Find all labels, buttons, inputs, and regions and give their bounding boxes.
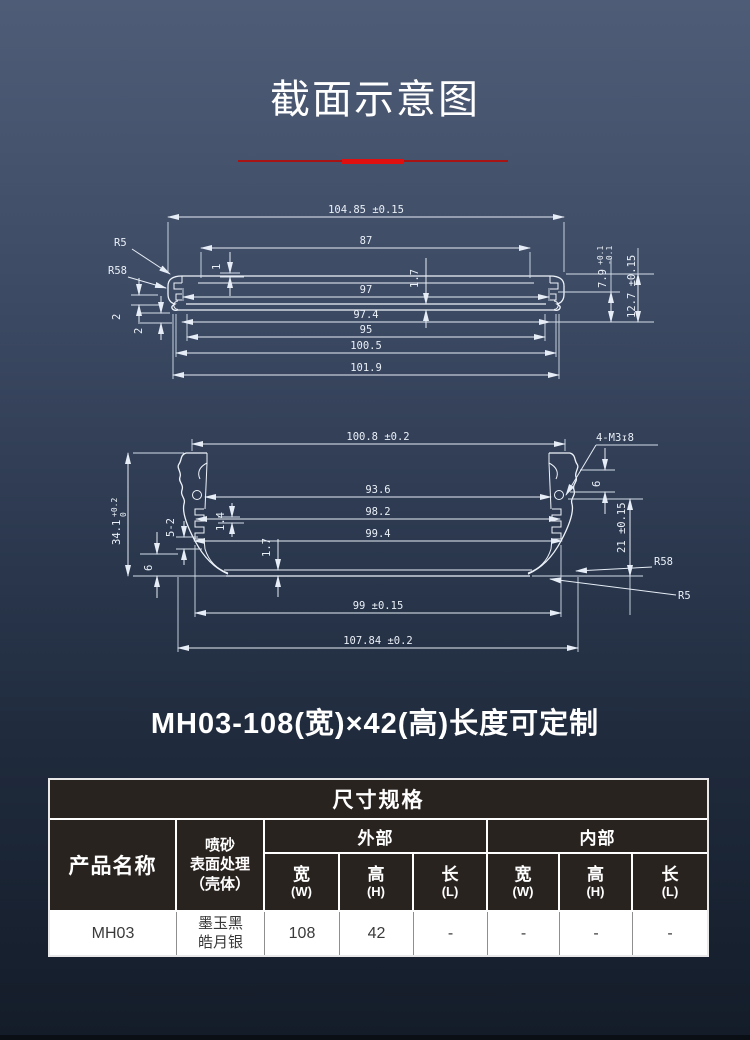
dim-label: 97.4 bbox=[353, 309, 378, 321]
cell-inner-length: - bbox=[633, 912, 707, 955]
dim-label: 2 bbox=[133, 328, 145, 334]
product-caption: MH03-108(宽)×42(高)长度可定制 bbox=[150, 708, 600, 740]
extension-lines bbox=[133, 439, 658, 652]
dim-label: 6 bbox=[143, 565, 155, 571]
dim-label: 12.7 ±0.15 bbox=[626, 255, 638, 318]
thread-callout: 4-M3↧8 bbox=[596, 432, 634, 444]
lid-profile-outline bbox=[167, 275, 565, 311]
technical-drawing-lid: 104.85 ±0.15 87 97 97.4 95 100.5 101.9 R… bbox=[108, 204, 654, 379]
col-header-inner-width: 宽 (W) bbox=[488, 854, 560, 912]
page-title: 截面示意图 bbox=[270, 78, 480, 122]
radius-label: R5 bbox=[678, 590, 691, 602]
group-header-inner: 内部 bbox=[488, 820, 707, 854]
col-header-outer-width: 宽 (W) bbox=[265, 854, 340, 912]
svg-text:+0.1: +0.1 bbox=[596, 246, 605, 265]
table-title: 尺寸规格 bbox=[50, 780, 707, 820]
cell-inner-width: - bbox=[488, 912, 560, 955]
dim-label: 1.7 bbox=[409, 269, 421, 288]
dimension-lines bbox=[125, 441, 677, 651]
divider-line-right bbox=[404, 160, 508, 162]
dim-label: 87 bbox=[360, 235, 373, 247]
col-header-surface-finish: 喷砂 表面处理 （壳体） bbox=[177, 820, 265, 912]
dim-label: 99.4 bbox=[365, 528, 390, 540]
cell-inner-height: - bbox=[560, 912, 633, 955]
dim-label: 1 bbox=[211, 264, 223, 270]
table-row: MH03 墨玉黑 皓月银 108 42 - - - - bbox=[50, 912, 707, 955]
dim-label: 100.8 ±0.2 bbox=[346, 431, 409, 443]
radius-label: R58 bbox=[108, 265, 127, 277]
dim-label: 1.7 bbox=[261, 538, 273, 557]
spec-table: 尺寸规格 产品名称 喷砂 表面处理 （壳体） 外部 内部 宽 (W) 高 (H)… bbox=[48, 778, 709, 957]
col-header-outer-length: 长 (L) bbox=[414, 854, 488, 912]
cell-product: MH03 bbox=[50, 912, 177, 955]
svg-text:7.9: 7.9 bbox=[597, 269, 609, 288]
footer-strip bbox=[0, 1035, 750, 1040]
technical-drawing-body: 100.8 ±0.2 93.6 98.2 99.4 99 ±0.15 107.8… bbox=[110, 431, 691, 652]
dim-label: 5-2 bbox=[165, 518, 177, 537]
col-header-product-name: 产品名称 bbox=[50, 820, 177, 912]
cell-outer-width: 108 bbox=[265, 912, 340, 955]
radius-label: R5 bbox=[114, 237, 127, 249]
extension-lines bbox=[131, 222, 654, 379]
dim-label: 95 bbox=[360, 324, 373, 336]
red-divider bbox=[238, 158, 508, 164]
divider-line-left bbox=[238, 160, 342, 162]
dim-label: 21 ±0.15 bbox=[616, 502, 628, 553]
cell-outer-length: - bbox=[414, 912, 488, 955]
svg-text:+0.2: +0.2 bbox=[110, 498, 119, 517]
dim-label: 107.84 ±0.2 bbox=[343, 635, 413, 647]
dim-label: 93.6 bbox=[365, 484, 390, 496]
dim-label: 100.5 bbox=[350, 340, 382, 352]
dim-label-toleranced: 34.1 +0.2 0 bbox=[110, 498, 128, 545]
radius-label: R58 bbox=[654, 556, 673, 568]
dim-label-toleranced: 7.9 +0.1 -0.1 bbox=[596, 246, 614, 288]
cell-outer-height: 42 bbox=[340, 912, 414, 955]
dimension-lines bbox=[127, 214, 641, 378]
dim-label: 104.85 ±0.15 bbox=[328, 204, 404, 216]
dim-label: 2 bbox=[111, 314, 123, 320]
svg-text:34.1: 34.1 bbox=[111, 520, 123, 545]
dim-label: 99 ±0.15 bbox=[353, 600, 404, 612]
col-header-inner-length: 长 (L) bbox=[633, 854, 707, 912]
dim-label: 6 bbox=[591, 481, 603, 487]
divider-center-bar bbox=[342, 158, 404, 164]
svg-text:-0.1: -0.1 bbox=[605, 246, 614, 265]
col-header-inner-height: 高 (H) bbox=[560, 854, 633, 912]
dim-label: 98.2 bbox=[365, 506, 390, 518]
group-header-outer: 外部 bbox=[265, 820, 488, 854]
col-header-outer-height: 高 (H) bbox=[340, 854, 414, 912]
dim-label: 97 bbox=[360, 284, 373, 296]
dim-label: 101.9 bbox=[350, 362, 382, 374]
svg-text:0: 0 bbox=[119, 512, 128, 517]
dim-label: 1.4 bbox=[215, 512, 227, 531]
cell-finish: 墨玉黑 皓月银 bbox=[177, 912, 265, 955]
